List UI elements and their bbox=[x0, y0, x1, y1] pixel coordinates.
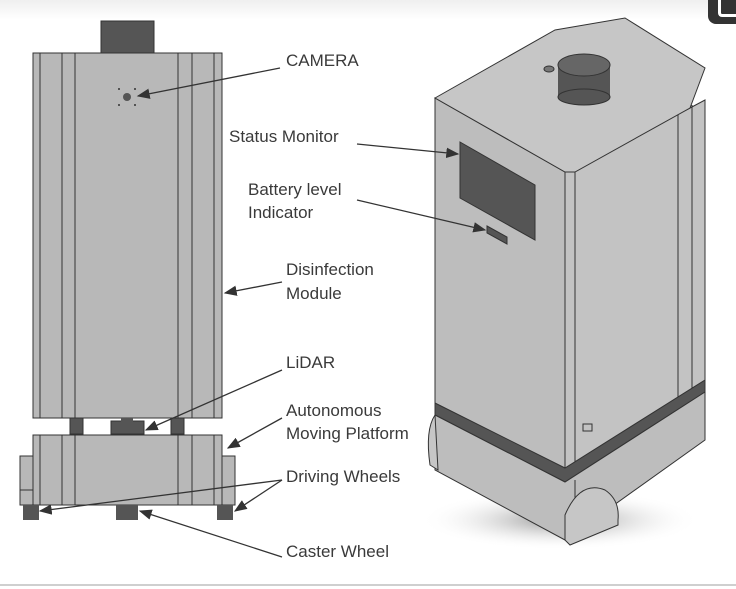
driving-wheel-right bbox=[217, 505, 233, 520]
isometric-view bbox=[420, 17, 706, 550]
camera-lens bbox=[123, 93, 131, 101]
platform-front bbox=[32, 434, 223, 506]
label-platform-line1: Autonomous bbox=[286, 401, 382, 420]
label-disinfection-line2: Module bbox=[286, 284, 342, 303]
label-disinfection-line1: Disinfection bbox=[286, 260, 374, 279]
leader-lines bbox=[38, 67, 487, 558]
label-status-monitor: Status Monitor bbox=[229, 127, 339, 146]
bottom-divider bbox=[0, 584, 736, 586]
label-platform-line2: Moving Platform bbox=[286, 424, 409, 443]
disinfection-module-front bbox=[32, 52, 223, 419]
battery-indicator bbox=[486, 225, 508, 245]
label-driving-wheels: Driving Wheels bbox=[286, 467, 401, 486]
label-lidar: LiDAR bbox=[286, 353, 336, 372]
front-view bbox=[19, 20, 236, 520]
expand-icon[interactable] bbox=[708, 0, 736, 24]
label-battery-line1: Battery level bbox=[248, 180, 342, 199]
label-camera: CAMERA bbox=[286, 51, 359, 70]
status-monitor bbox=[459, 141, 536, 241]
label-battery-line2: Indicator bbox=[248, 203, 314, 222]
label-caster-wheel: Caster Wheel bbox=[286, 542, 389, 561]
caster-wheel-front bbox=[116, 505, 138, 520]
driving-wheel-left bbox=[23, 505, 39, 520]
top-fade bbox=[0, 0, 736, 20]
top-block bbox=[100, 20, 155, 54]
caster-wheel-iso bbox=[564, 487, 619, 546]
lidar-front bbox=[110, 420, 145, 435]
